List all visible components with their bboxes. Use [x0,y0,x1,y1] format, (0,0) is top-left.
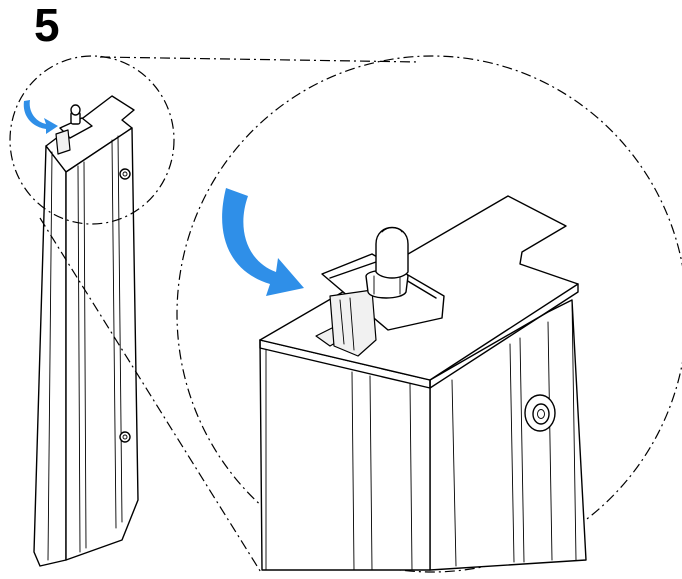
latch-large [321,227,445,357]
detail-callout [9,55,682,575]
step-number: 5 [34,0,60,51]
curved-arrow-icon [23,100,58,134]
latch-small [55,104,93,155]
curved-arrow-icon [222,188,304,296]
screw-icon [119,168,131,180]
detail-magnified-circle [176,55,682,573]
screw-icon [524,394,556,432]
rail-overview [23,95,139,567]
rail-magnified [222,188,587,571]
detail-source-circle [9,55,175,225]
screw-icon [119,431,131,443]
